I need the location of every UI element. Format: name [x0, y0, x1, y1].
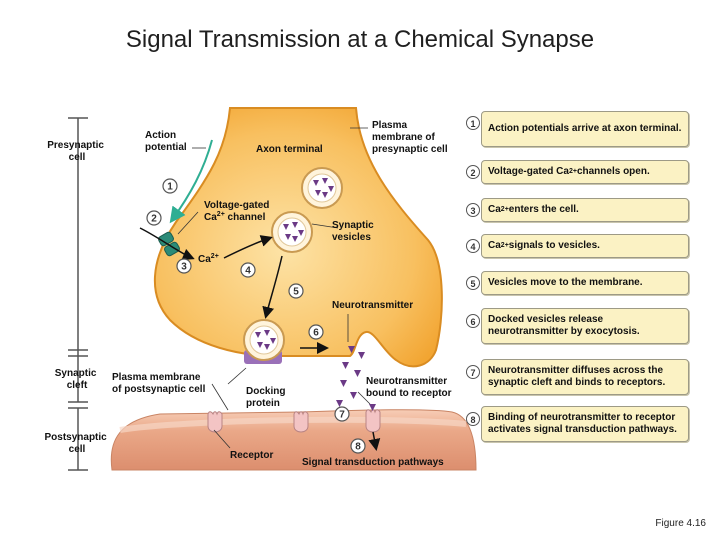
step-number-8: 8	[466, 412, 480, 426]
diagram-step-1: 1	[162, 178, 178, 194]
ca-entry-arrow	[139, 227, 195, 260]
ca-signal-arrow	[223, 235, 273, 259]
leader-lines	[177, 127, 371, 449]
svg-text:3: 3	[181, 262, 187, 273]
step-number-5: 5	[466, 276, 480, 290]
receptor-bound	[365, 404, 381, 433]
step-box-8: Binding of neurotransmitter to receptor …	[481, 406, 689, 442]
svg-text:1: 1	[167, 182, 173, 193]
action-potential-arrow	[169, 139, 213, 224]
step-number-2: 2	[466, 165, 480, 179]
region-postsynaptic-label: Postsynaptic cell	[44, 432, 109, 455]
pathway-arrow	[368, 431, 381, 451]
docking-protein-label: Docking protein	[246, 386, 288, 409]
diagram-step-8: 8	[350, 438, 366, 454]
svg-text:4: 4	[245, 266, 251, 277]
receptor-label: Receptor	[230, 450, 273, 461]
synaptic-vesicle	[271, 211, 313, 253]
synaptic-vesicle	[301, 167, 343, 209]
step-number-3: 3	[466, 203, 480, 217]
svg-text:2: 2	[151, 214, 157, 225]
released-neurotransmitter	[336, 346, 365, 407]
region-synaptic-cleft-label: Synaptic cleft	[55, 368, 99, 391]
step-box-1: Action potentials arrive at axon termina…	[481, 111, 689, 147]
diagram-step-7: 7	[334, 406, 350, 422]
svg-text:8: 8	[355, 442, 361, 453]
step-number-4: 4	[466, 239, 480, 253]
svg-text:6: 6	[313, 328, 319, 339]
svg-text:5: 5	[293, 287, 299, 298]
action-potential-label: Action potential	[145, 130, 187, 153]
diagram-step-5: 5	[288, 283, 304, 299]
docked-vesicle	[243, 319, 285, 361]
region-bracket	[68, 117, 88, 471]
step-box-6: Docked vesicles release neurotransmitter…	[481, 308, 689, 344]
signal-pathways-label: Signal transduction pathways	[302, 457, 444, 468]
nt-bound-label: Neurotransmitter bound to receptor	[366, 376, 452, 399]
neurotransmitter-label: Neurotransmitter	[332, 300, 413, 311]
diagram-step-markers: 1 2 3 4 5 6 7 8	[146, 178, 366, 454]
step-number-1: 1	[466, 116, 480, 130]
step-number-6: 6	[466, 314, 480, 328]
plasma-membrane-post-label: Plasma membrane of postsynaptic cell	[112, 372, 206, 395]
step-number-7: 7	[466, 365, 480, 379]
ca-label: Ca2+	[198, 253, 219, 265]
vesicle-move-arrow	[262, 255, 283, 319]
svg-text:7: 7	[339, 410, 345, 421]
synaptic-vesicles-label: Synaptic vesicles	[332, 220, 376, 243]
step-box-7: Neurotransmitter diffuses across the syn…	[481, 359, 689, 395]
diagram-step-2: 2	[146, 210, 162, 226]
diagram-step-4: 4	[240, 262, 256, 278]
region-presynaptic-label: Presynaptic cell	[47, 140, 106, 163]
receptor-protein	[207, 411, 223, 433]
diagram-step-6: 6	[308, 324, 324, 340]
diagram-step-3: 3	[176, 258, 192, 274]
slide-title: Signal Transmission at a Chemical Synaps…	[125, 26, 595, 53]
step-box-5: Vesicles move to the membrane.	[481, 271, 689, 295]
axon-terminal-label: Axon terminal	[256, 144, 323, 155]
receptor-protein	[293, 411, 309, 433]
voltage-gated-label: Voltage-gated Ca2+ channel	[204, 200, 272, 223]
figure-label: Figure 4.16	[655, 518, 706, 529]
plasma-membrane-pre-label: Plasma membrane of presynaptic cell	[372, 120, 448, 155]
